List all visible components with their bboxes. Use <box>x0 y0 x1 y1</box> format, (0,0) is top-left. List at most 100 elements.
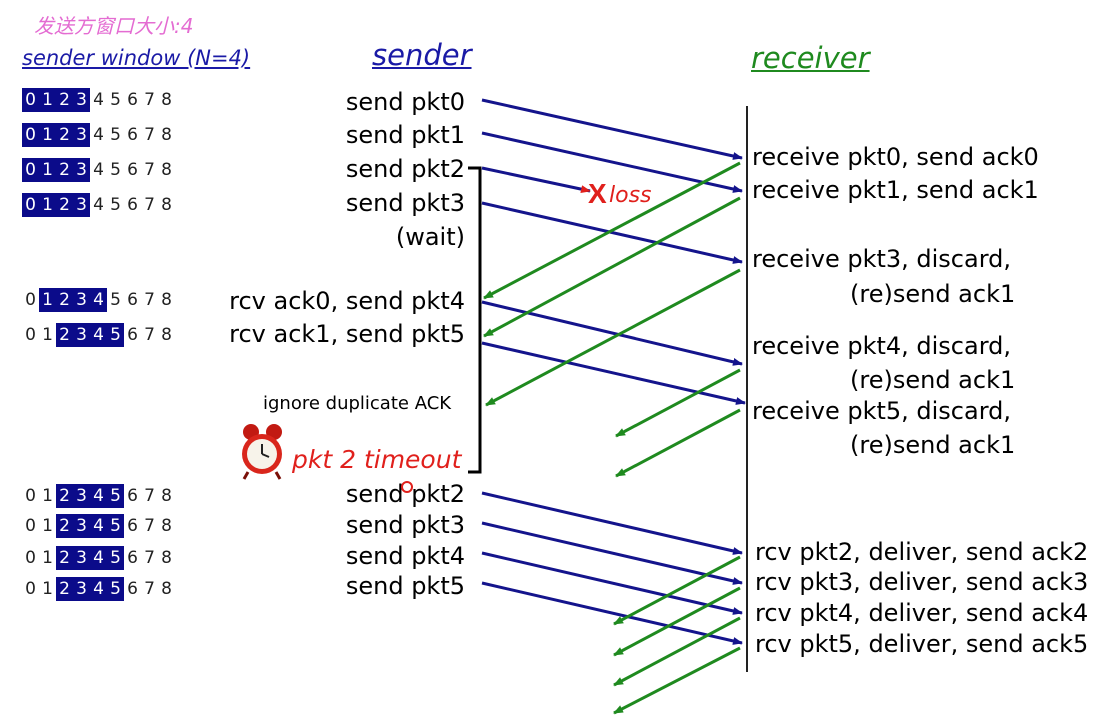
seq-number: 1 <box>42 548 53 568</box>
seq-number: 3 <box>73 88 90 112</box>
seq-number: 3 <box>73 577 90 601</box>
seq-number: 1 <box>42 325 53 345</box>
seq-number: 7 <box>144 125 155 145</box>
seq-number: 0 <box>22 88 39 112</box>
seq-number: 6 <box>127 90 138 110</box>
seq-number: 7 <box>144 548 155 568</box>
seq-number: 7 <box>144 90 155 110</box>
packet-arrow-resend-pkt2 <box>481 491 743 555</box>
ack-arrow-ack1 <box>483 196 741 338</box>
seq-number: 3 <box>73 514 90 538</box>
seq-number: 0 <box>25 325 36 345</box>
sender-event: send pkt3 <box>345 511 465 539</box>
sender-event: rcv ack0, send pkt4 <box>229 287 465 315</box>
packet-arrow-resend-pkt4 <box>481 551 743 615</box>
seq-number: 8 <box>161 160 172 180</box>
seq-number: 4 <box>93 90 104 110</box>
seq-number: 8 <box>161 486 172 506</box>
seq-number: 0 <box>25 579 36 599</box>
seq-number: 0 <box>25 486 36 506</box>
seq-number: 1 <box>39 123 56 147</box>
seq-number: 6 <box>127 548 138 568</box>
packet-arrow-pkt3 <box>481 201 743 264</box>
seq-number: 2 <box>56 546 73 570</box>
seq-number: 2 <box>56 577 73 601</box>
seq-number: 1 <box>39 88 56 112</box>
seq-number: 4 <box>93 125 104 145</box>
seq-number: 8 <box>161 290 172 310</box>
packet-arrow-pkt1 <box>481 131 743 193</box>
sender-event: send pkt2 <box>345 155 465 183</box>
receiver-event-cont: (re)send ack1 <box>850 431 1016 459</box>
ack-arrow-dup-ack1 <box>615 408 741 478</box>
seq-number: 6 <box>127 160 138 180</box>
seq-number: 6 <box>127 325 138 345</box>
seq-number: 5 <box>110 90 121 110</box>
seq-number: 2 <box>56 484 73 508</box>
seq-number: 0 <box>25 516 36 536</box>
receiver-event: receive pkt1, send ack1 <box>752 176 1039 204</box>
seq-number: 1 <box>42 486 53 506</box>
sender-event: send pkt1 <box>345 121 465 149</box>
ack-arrow-ack3 <box>613 586 741 657</box>
seq-number: 5 <box>110 290 121 310</box>
seq-number: 3 <box>73 193 90 217</box>
seq-number: 5 <box>107 546 124 570</box>
seq-number: 1 <box>39 288 56 312</box>
receiver-event-cont: (re)send ack1 <box>850 280 1016 308</box>
loss-label: loss <box>609 183 652 208</box>
receiver-event: rcv pkt2, deliver, send ack2 <box>755 538 1089 566</box>
seq-number: 7 <box>144 579 155 599</box>
seq-number: 3 <box>73 323 90 347</box>
seq-number: 2 <box>56 323 73 347</box>
ack-arrow-ack4 <box>613 616 741 687</box>
seq-number: 0 <box>22 158 39 182</box>
seq-number: 5 <box>110 160 121 180</box>
packet-arrow-resend-pkt5 <box>481 581 743 645</box>
seq-number: 2 <box>56 123 73 147</box>
seq-number: 0 <box>25 548 36 568</box>
seq-number: 1 <box>42 516 53 536</box>
sender-window-title: sender window (N=4) <box>22 46 251 70</box>
seq-number: 8 <box>161 195 172 215</box>
ack-arrow-ack0 <box>483 161 741 300</box>
sender-wait: (wait) <box>395 223 465 251</box>
seq-number: 3 <box>73 158 90 182</box>
seq-number: 7 <box>144 160 155 180</box>
packet-arrow-resend-pkt3 <box>481 521 743 585</box>
seq-number: 4 <box>93 195 104 215</box>
ack-arrow-ack5 <box>613 646 741 715</box>
packet-arrow-pkt5 <box>481 341 746 405</box>
seq-number: 1 <box>39 193 56 217</box>
sender-event: rcv ack1, send pkt5 <box>229 320 465 348</box>
timeout-bracket <box>468 166 482 474</box>
seq-number: 5 <box>110 125 121 145</box>
seq-number: 7 <box>144 195 155 215</box>
timeout-label: pkt 2 timeout <box>292 445 462 474</box>
seq-number: 4 <box>90 323 107 347</box>
receiver-event: rcv pkt5, deliver, send ack5 <box>755 630 1089 658</box>
seq-number: 5 <box>107 484 124 508</box>
seq-number: 8 <box>161 516 172 536</box>
seq-number: 6 <box>127 486 138 506</box>
seq-number: 2 <box>56 158 73 182</box>
receiver-header: receiver <box>751 41 870 75</box>
seq-number: 3 <box>73 484 90 508</box>
sender-event: send pkt2 <box>345 480 465 508</box>
alarm-clock-icon <box>242 424 282 480</box>
receiver-event: receive pkt4, discard, <box>752 332 1012 360</box>
seq-number: 4 <box>90 514 107 538</box>
sender-header: sender <box>372 38 472 72</box>
seq-number: 6 <box>127 516 138 536</box>
sender-event: send pkt4 <box>345 542 465 570</box>
seq-number: 2 <box>56 88 73 112</box>
receiver-event: receive pkt3, discard, <box>752 245 1012 273</box>
